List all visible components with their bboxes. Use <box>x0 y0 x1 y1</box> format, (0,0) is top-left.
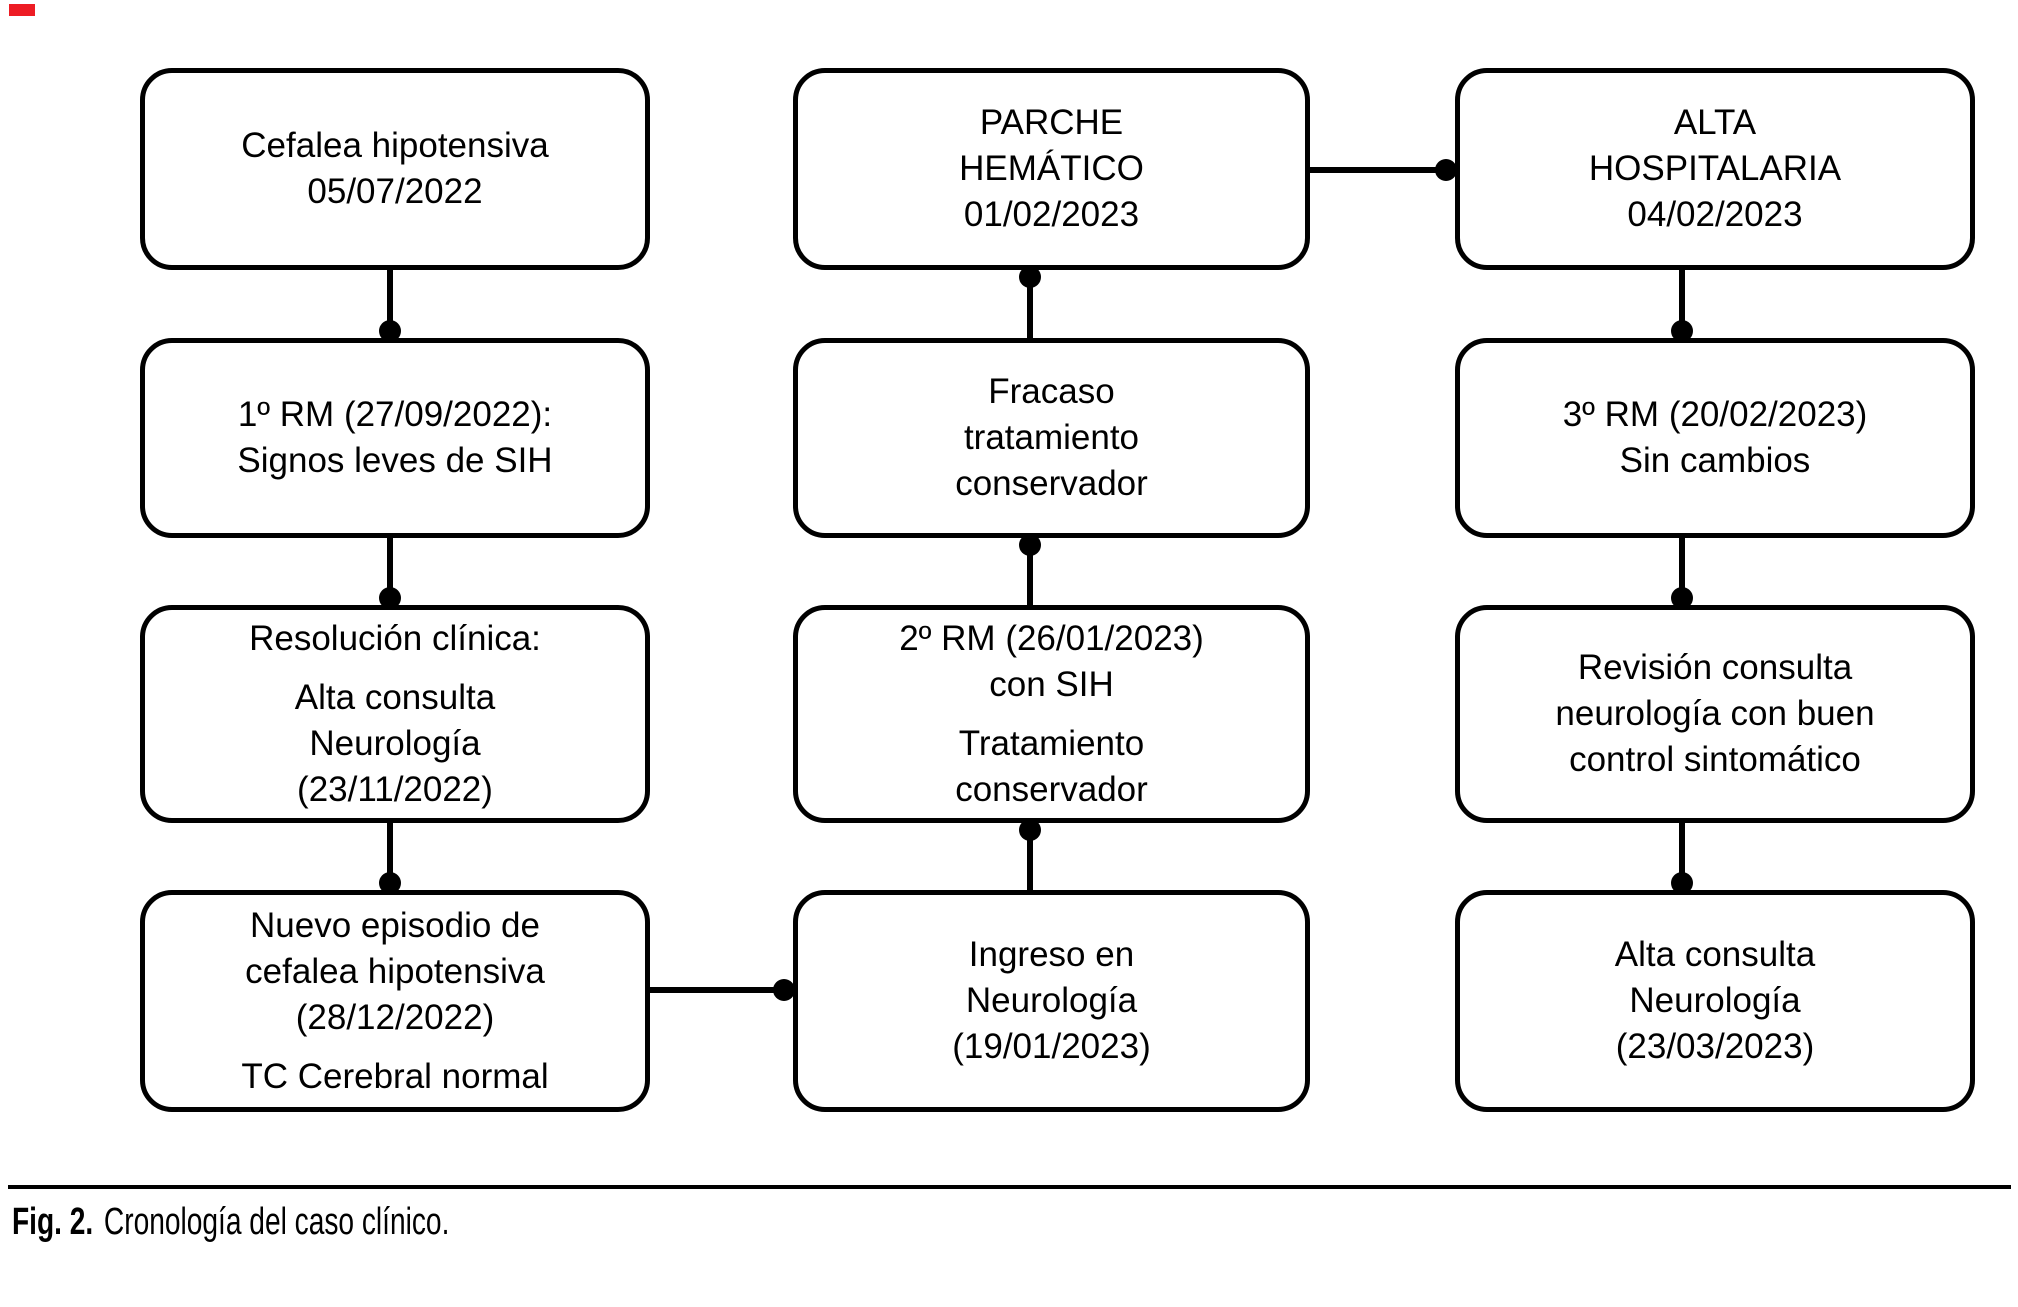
node-text: 2º RM (26/01/2023) con SIH <box>899 618 1204 704</box>
node-text: 1º RM (27/09/2022): Signos leves de SIH <box>237 395 553 480</box>
figure-caption-text: Cronología del caso clínico. <box>103 1201 450 1243</box>
node-parche-hematico: PARCHE HEMÁTICO 01/02/2023 <box>793 68 1310 270</box>
node-tercera-rm: 3º RM (20/02/2023) Sin cambios <box>1455 338 1975 538</box>
connector-dot <box>379 587 401 609</box>
node-text: 3º RM (20/02/2023) Sin cambios <box>1562 395 1868 480</box>
node-text: Resolución clínica: <box>249 618 541 658</box>
node-text: Tratamiento conservador <box>955 723 1148 809</box>
connector-dot <box>379 872 401 894</box>
figure-caption-label: Fig. 2. <box>12 1201 94 1243</box>
node-ingreso-neurologia: Ingreso en Neurología (19/01/2023) <box>793 890 1310 1112</box>
node-text: Nuevo episodio de cefalea hipotensiva (2… <box>245 905 545 1037</box>
connector-dot <box>379 320 401 342</box>
connector-dot <box>1019 266 1041 288</box>
node-text: Cefalea hipotensiva 05/07/2022 <box>241 126 549 211</box>
connector-dot <box>1671 872 1693 894</box>
node-text: Alta consulta Neurología (23/11/2022) <box>294 677 496 809</box>
node-text: TC Cerebral normal <box>241 1056 549 1096</box>
connector-dot <box>1671 320 1693 342</box>
connector-dot <box>1671 587 1693 609</box>
node-text: Revisión consulta neurología con buen co… <box>1555 648 1875 779</box>
figure-caption: Fig. 2.Cronología del caso clínico. <box>12 1200 449 1244</box>
node-nuevo-episodio: Nuevo episodio de cefalea hipotensiva (2… <box>140 890 650 1112</box>
node-resolucion-clinica: Resolución clínica: Alta consulta Neurolo… <box>140 605 650 823</box>
node-text: Ingreso en Neurología (19/01/2023) <box>952 935 1151 1066</box>
node-cefalea-hipotensiva: Cefalea hipotensiva 05/07/2022 <box>140 68 650 270</box>
connector-dot <box>1435 159 1457 181</box>
node-primera-rm: 1º RM (27/09/2022): Signos leves de SIH <box>140 338 650 538</box>
node-alta-consulta: Alta consulta Neurología (23/03/2023) <box>1455 890 1975 1112</box>
node-text: Fracaso tratamiento conservador <box>955 372 1148 503</box>
red-marker <box>9 4 35 16</box>
node-alta-hospitalaria: ALTA HOSPITALARIA 04/02/2023 <box>1455 68 1975 270</box>
node-revision-consulta: Revisión consulta neurología con buen co… <box>1455 605 1975 823</box>
node-fracaso-tratamiento: Fracaso tratamiento conservador <box>793 338 1310 538</box>
node-text: PARCHE HEMÁTICO 01/02/2023 <box>959 103 1144 234</box>
caption-divider <box>8 1185 2011 1189</box>
connector-dot <box>1019 534 1041 556</box>
node-text: Alta consulta Neurología (23/03/2023) <box>1614 935 1816 1066</box>
connector-dot <box>1019 819 1041 841</box>
connector-dot <box>773 979 795 1001</box>
node-text: ALTA HOSPITALARIA 04/02/2023 <box>1588 103 1842 234</box>
node-segunda-rm: 2º RM (26/01/2023) con SIH Tratamiento co… <box>793 605 1310 823</box>
